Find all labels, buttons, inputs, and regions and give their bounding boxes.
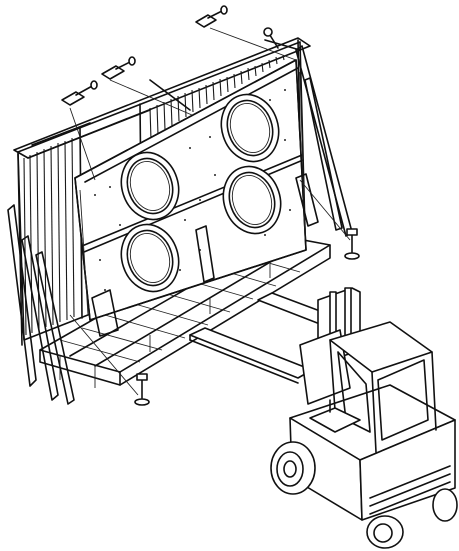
anchor-bolt-2 (101, 56, 136, 80)
anchor-bolt-4 (344, 228, 360, 260)
fan-ring-bottom-right (222, 165, 282, 235)
forklift-wheel-front (270, 441, 316, 495)
anchor-bolt-3 (195, 5, 228, 28)
forklift-truck (189, 287, 458, 549)
forklift-wheel-rear-right (432, 488, 458, 522)
fan-ring-bottom-left (120, 223, 180, 293)
crate-slats (23, 54, 285, 336)
anchor-bolt-5 (134, 373, 150, 406)
panel-rivets (94, 89, 291, 291)
forklift-mast (299, 287, 361, 405)
cooler-panel (69, 27, 351, 396)
anchor-bolt-1 (61, 80, 98, 106)
anchor-bolt-6 (263, 27, 279, 49)
forklift-wheel-rear (366, 515, 404, 549)
fan-ring-top-left (120, 151, 180, 221)
forklift-body (289, 321, 456, 521)
fan-ring-top-right (220, 93, 280, 163)
